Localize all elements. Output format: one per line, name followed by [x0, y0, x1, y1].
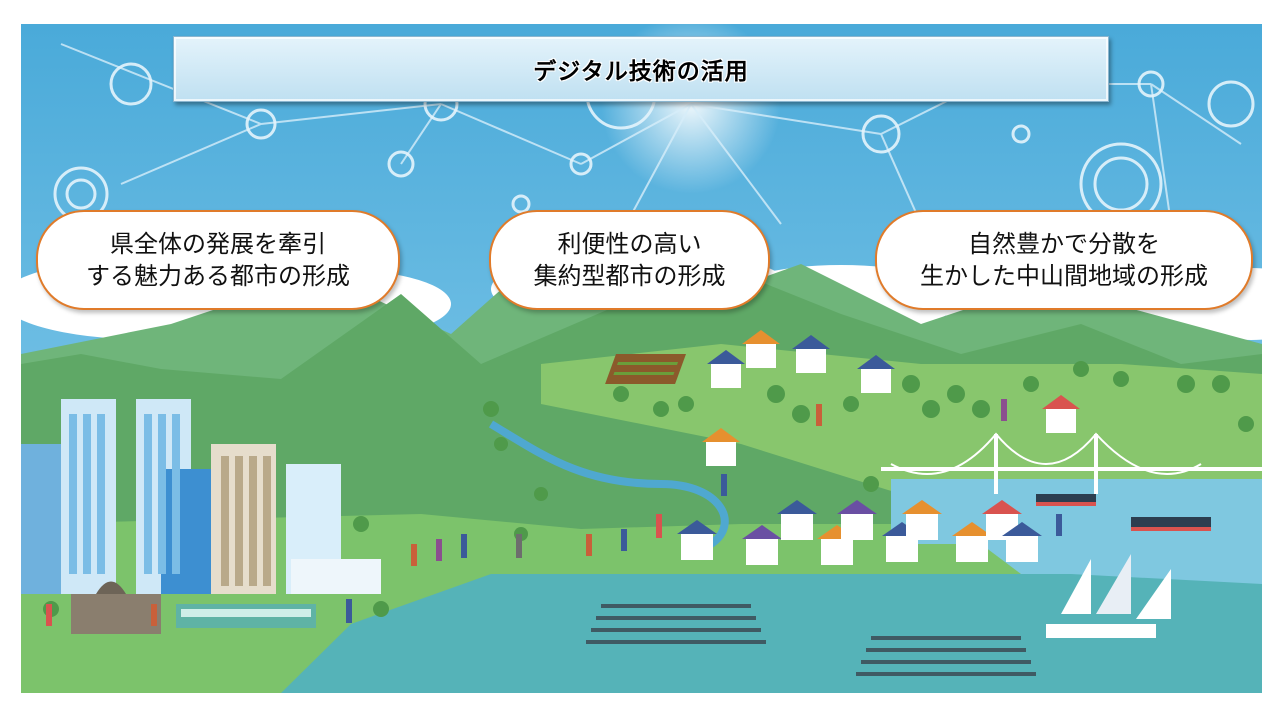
bubble-mountain-region-line1: 自然豊かで分散を: [968, 230, 1160, 258]
ships: [1036, 494, 1211, 638]
farm-field: [605, 354, 686, 384]
dome-and-tram: [71, 581, 316, 634]
bubble-city-line2: する魅力ある都市の形成: [86, 262, 350, 290]
piers: [586, 604, 1036, 676]
bubble-compact-city-line2: 集約型都市の形成: [533, 262, 726, 290]
building-windows: [69, 414, 271, 586]
bubble-city: 県全体の発展を牽引 する魅力ある都市の形成: [36, 210, 400, 310]
bubble-mountain-region-line2: 生かした中山間地域の形成: [920, 262, 1208, 290]
people: [46, 399, 1062, 626]
suspension-bridge: [881, 432, 1262, 494]
illustration-scene: [21, 24, 1262, 693]
bubble-mountain-region: 自然豊かで分散を 生かした中山間地域の形成: [875, 210, 1253, 310]
landscape-illustration: [21, 24, 1262, 693]
houses: [677, 330, 1080, 565]
bubble-compact-city-line1: 利便性の高い: [557, 230, 702, 258]
bubble-city-line1: 県全体の発展を牽引: [110, 230, 326, 258]
title-banner: デジタル技術の活用: [173, 36, 1109, 102]
bubble-compact-city: 利便性の高い 集約型都市の形成: [489, 210, 770, 310]
river: [488, 420, 729, 548]
page-title: デジタル技術の活用: [533, 59, 749, 85]
